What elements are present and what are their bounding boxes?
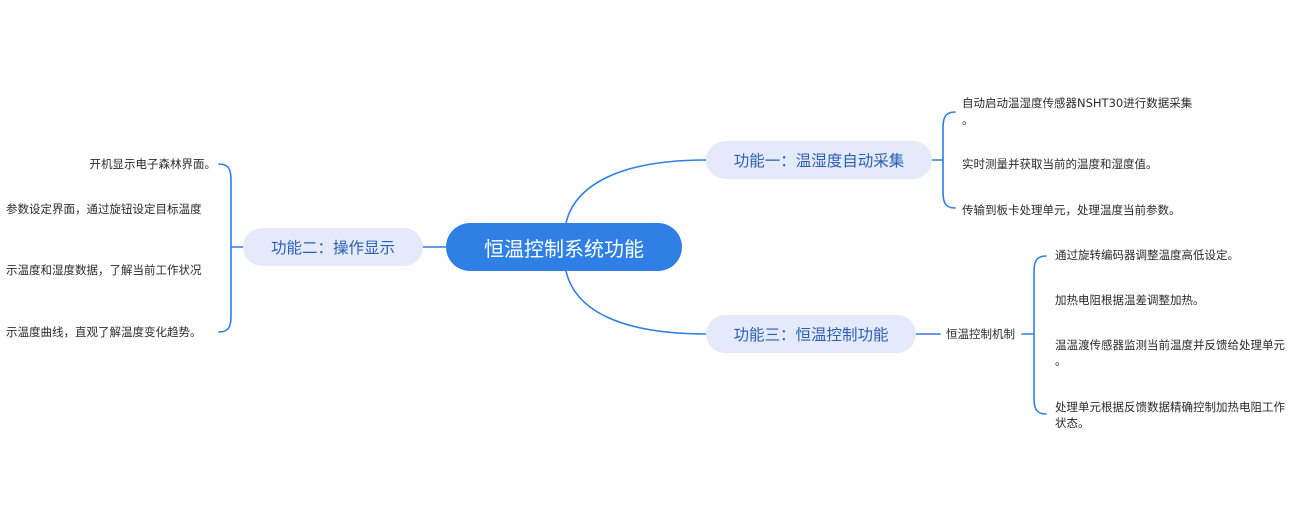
bracket-branch-1 <box>942 111 956 209</box>
branch-3-item-2: 加热电阻根据温差调整加热。 <box>1055 293 1205 307</box>
branch-1-item-3: 传输到板卡处理单元，处理温度当前参数。 <box>962 203 1181 217</box>
branch-2-item-1: 开机显示电子森林界面。 <box>89 157 217 171</box>
link-root-branch-3 <box>565 270 707 335</box>
root-node[interactable]: 恒温控制系统功能 <box>446 223 682 271</box>
branch-1-label: 功能一：温湿度自动采集 <box>733 152 905 170</box>
branch-node-2[interactable]: 功能二：操作显示 <box>243 228 423 266</box>
branch-1-item-2: 实时测量并获取当前的温度和湿度值。 <box>962 157 1158 171</box>
branch-3-item-3-cont: 。 <box>1055 354 1067 368</box>
branch-2-item-4: 示温度曲线，直观了解温度变化趋势。 <box>6 325 202 339</box>
root-label: 恒温控制系统功能 <box>484 236 644 261</box>
branch-2-item-2: 参数设定界面，通过旋钮设定目标温度 <box>6 202 202 216</box>
branch-3-item-1: 通过旋转编码器调整温度高低设定。 <box>1055 248 1239 262</box>
branch-3-sub-label[interactable]: 恒温控制机制 <box>946 327 1015 341</box>
branch-2-item-3: 示温度和湿度数据，了解当前工作状况 <box>6 263 202 277</box>
branch-1-item-1-cont: 。 <box>962 113 974 127</box>
branch-node-3[interactable]: 功能三：恒温控制功能 <box>706 315 916 353</box>
branch-2-label: 功能二：操作显示 <box>270 239 395 257</box>
branch-3-label: 功能三：恒温控制功能 <box>733 326 889 344</box>
branch-node-1[interactable]: 功能一：温湿度自动采集 <box>706 141 932 179</box>
branch-3-item-3: 温温渡传感器监测当前温度并反馈给处理单元 <box>1055 338 1285 352</box>
branch-3-item-4: 处理单元根据反馈数据精确控制加热电阻工作 <box>1055 400 1285 414</box>
branch-3-item-4-cont: 状态。 <box>1055 416 1090 430</box>
link-root-branch-1 <box>565 159 707 224</box>
bracket-branch-2 <box>218 163 232 333</box>
bracket-branch-3 <box>1033 255 1047 415</box>
branch-1-item-1: 自动启动温湿度传感器NSHT30进行数据采集 <box>962 96 1193 110</box>
